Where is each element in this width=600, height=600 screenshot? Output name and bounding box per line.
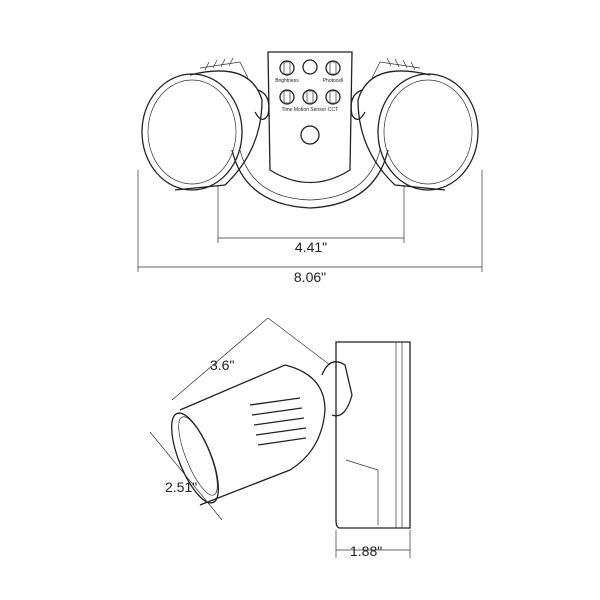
dimension-overall-width: 8.06" [294, 269, 326, 285]
dimension-head-length: 3.6" [210, 357, 234, 373]
motion-sensor-label: Motion Sensor [294, 107, 327, 113]
motion-sensor-lens [300, 125, 320, 145]
left-lamp-head [141, 57, 270, 191]
center-housing [267, 51, 353, 184]
right-lamp-head [350, 57, 479, 191]
wall-plate [335, 341, 411, 529]
swivel-joint [321, 361, 353, 417]
control-knobs [279, 59, 341, 105]
time-label: Time [282, 107, 293, 113]
side-lamp-head [179, 364, 326, 506]
cct-label: CCT [328, 107, 338, 113]
photocell-label: Photocell [323, 78, 344, 84]
dimension-depth: 1.88" [350, 543, 382, 559]
dimension-lines-side [149, 317, 411, 558]
lens-face [171, 412, 219, 504]
dimension-lines-front [137, 170, 483, 272]
base-plate [231, 149, 389, 209]
dimension-head-diameter: 2.51" [165, 479, 197, 495]
brightness-label: Brightness [275, 78, 299, 84]
side-view: 3.6" 2.51" 1.88" [149, 317, 411, 559]
front-view: Brightness Photocell Time Motion Sensor … [137, 51, 483, 285]
dimension-inner-width: 4.41" [295, 239, 327, 255]
heat-sink-fins [249, 397, 307, 446]
